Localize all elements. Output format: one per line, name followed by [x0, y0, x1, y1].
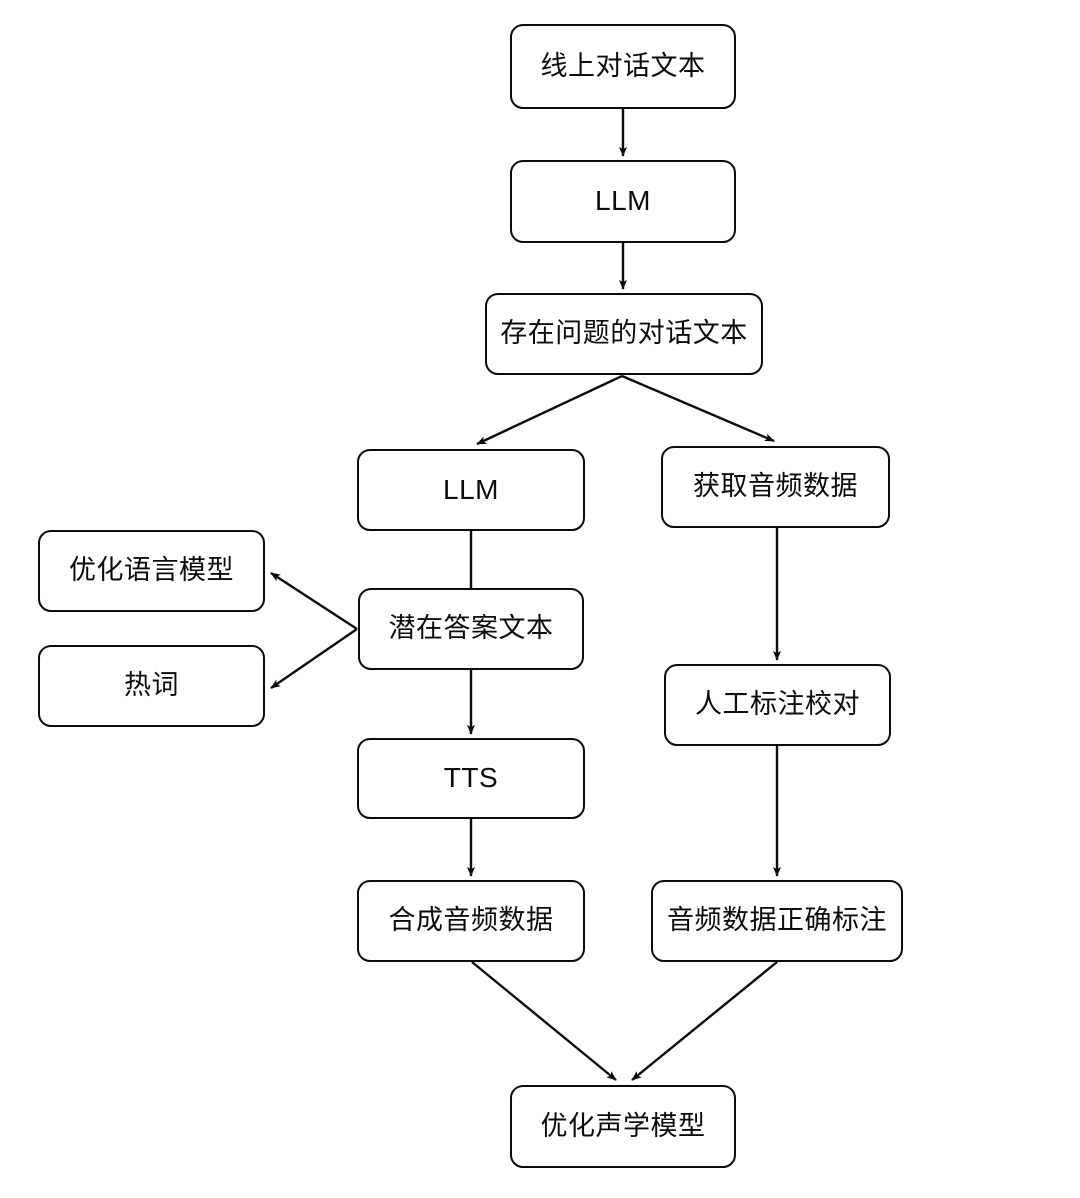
node-label: 合成音频数据	[388, 905, 554, 936]
node-online-dialog-text[interactable]: 线上对话文本	[510, 24, 736, 109]
node-hot-words[interactable]: 热词	[38, 645, 265, 727]
node-label: 热词	[124, 670, 179, 701]
node-label: LLM	[443, 473, 499, 505]
edge-n11-n13	[471, 961, 617, 1081]
edge-n3-n4	[476, 374, 623, 446]
node-problematic-dialog-text[interactable]: 存在问题的对话文本	[485, 293, 763, 375]
node-llm-second[interactable]: LLM	[357, 449, 585, 531]
edge-n3-n5	[621, 374, 775, 443]
node-label: 优化声学模型	[540, 1110, 706, 1141]
node-label: 人工标注校对	[695, 689, 860, 720]
node-synthesized-audio-data[interactable]: 合成音频数据	[357, 880, 585, 962]
node-label: 优化语言模型	[69, 555, 234, 586]
node-label: 线上对话文本	[540, 50, 706, 81]
node-tts[interactable]: TTS	[357, 738, 585, 819]
node-optimize-acoustic-model[interactable]: 优化声学模型	[510, 1085, 736, 1168]
edge-n8-n7	[270, 628, 358, 689]
node-label: 音频数据正确标注	[667, 905, 887, 936]
node-correctly-annotated-audio-data[interactable]: 音频数据正确标注	[651, 880, 903, 962]
node-potential-answer-text[interactable]: 潜在答案文本	[358, 588, 584, 670]
node-optimize-language-model[interactable]: 优化语言模型	[38, 530, 265, 612]
edge-n12-n13	[631, 961, 778, 1081]
node-label: LLM	[595, 185, 651, 217]
node-llm-first[interactable]: LLM	[510, 160, 736, 243]
node-acquire-audio-data[interactable]: 获取音频数据	[661, 446, 890, 528]
edge-n8-n6	[270, 571, 358, 631]
node-label: 获取音频数据	[693, 471, 858, 502]
node-label: TTS	[443, 762, 499, 794]
node-label: 存在问题的对话文本	[500, 318, 748, 349]
node-manual-annotation-proofreading[interactable]: 人工标注校对	[664, 664, 891, 746]
node-label: 潜在答案文本	[388, 613, 554, 644]
